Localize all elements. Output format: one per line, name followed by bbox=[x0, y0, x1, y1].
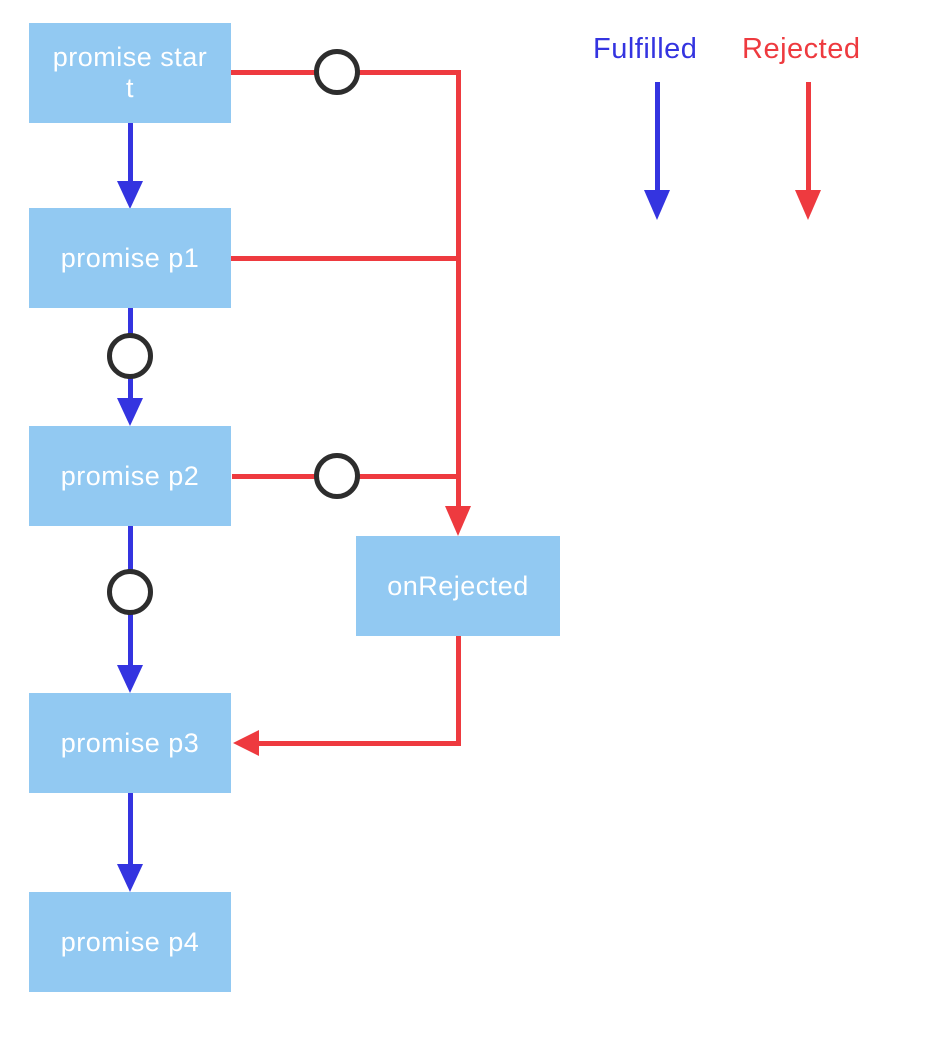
node-promise-start: promise star t bbox=[29, 23, 231, 123]
edge-rejected-onrejected-down bbox=[456, 636, 461, 746]
circle-marker-icon-2 bbox=[107, 333, 153, 379]
legend-rejected-label: Rejected bbox=[742, 33, 861, 65]
edge-fulfilled-p1-to-p2-arrowhead-icon bbox=[117, 398, 143, 426]
edge-rejected-p1-horizontal bbox=[231, 256, 461, 261]
legend-fulfilled-label: Fulfilled bbox=[593, 33, 698, 65]
node-onrejected: onRejected bbox=[356, 536, 560, 636]
legend-fulfilled-arrowhead-icon bbox=[644, 190, 670, 220]
circle-marker-icon-4 bbox=[107, 569, 153, 615]
legend-rejected-arrow-shaft bbox=[806, 82, 811, 192]
node-promise-start-label-line1: promise star bbox=[52, 42, 208, 72]
edge-rejected-vertical-bus bbox=[456, 70, 461, 506]
edge-fulfilled-p2-to-p3-arrowhead-icon bbox=[117, 665, 143, 693]
node-promise-p2-label: promise p2 bbox=[60, 460, 200, 491]
edge-rejected-into-p3-arrowhead-icon bbox=[233, 730, 259, 756]
node-promise-start-label-line2: t bbox=[125, 73, 134, 103]
node-promise-p2: promise p2 bbox=[29, 426, 231, 526]
node-promise-p4: promise p4 bbox=[29, 892, 231, 992]
node-onrejected-label: onRejected bbox=[387, 570, 529, 601]
edge-fulfilled-p3-to-p4-arrowhead-icon bbox=[117, 864, 143, 892]
node-promise-p1-label: promise p1 bbox=[60, 242, 200, 273]
node-promise-p3: promise p3 bbox=[29, 693, 231, 793]
edge-rejected-into-onrejected-arrowhead-icon bbox=[445, 506, 471, 536]
node-promise-p1: promise p1 bbox=[29, 208, 231, 308]
edge-fulfilled-p3-to-p4-shaft bbox=[128, 793, 133, 866]
legend-rejected-arrowhead-icon bbox=[795, 190, 821, 220]
edge-rejected-onrejected-to-p3-horizontal bbox=[259, 741, 461, 746]
node-promise-p4-label: promise p4 bbox=[60, 926, 200, 957]
edge-fulfilled-start-to-p1-arrowhead-icon bbox=[117, 181, 143, 209]
circle-marker-icon-3 bbox=[314, 453, 360, 499]
circle-marker-icon-1 bbox=[314, 49, 360, 95]
node-promise-p3-label: promise p3 bbox=[60, 727, 200, 758]
edge-fulfilled-start-to-p1-shaft bbox=[128, 123, 133, 183]
legend-fulfilled-arrow-shaft bbox=[655, 82, 660, 192]
